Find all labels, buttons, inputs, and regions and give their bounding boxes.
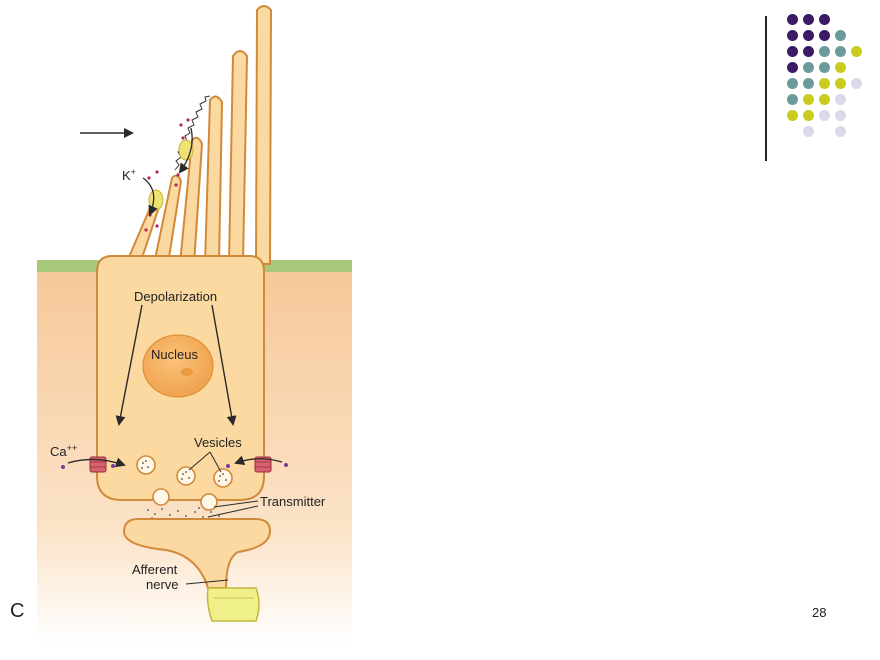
decorative-dot	[803, 14, 814, 25]
decorative-dot-grid	[780, 10, 870, 150]
decorative-dot	[835, 62, 846, 73]
calcium-ion	[226, 464, 230, 468]
decorative-dot	[803, 110, 814, 121]
decorative-dot	[835, 46, 846, 57]
afferent-label-line2: nerve	[146, 577, 179, 592]
calcium-channel-left	[89, 456, 107, 473]
decorative-dot	[819, 110, 830, 121]
transmitter-leader-lower	[207, 505, 259, 518]
stereocilia	[124, 5, 273, 265]
vesicles	[136, 455, 233, 488]
ion-influx-arrow-lower	[142, 177, 158, 216]
decorative-dot	[787, 30, 798, 41]
decorative-dot	[787, 78, 798, 89]
decorative-dot	[819, 46, 830, 57]
decorative-dot	[803, 78, 814, 89]
nucleolus	[181, 368, 193, 376]
nucleus-label: Nucleus	[151, 347, 198, 362]
decorative-dot	[851, 46, 862, 57]
decorative-dot	[787, 62, 798, 73]
decorative-dot	[787, 110, 798, 121]
page-number: 28	[812, 605, 827, 620]
decorative-dot	[835, 126, 846, 137]
vesicles-leader-left	[188, 451, 211, 471]
decorative-dot	[819, 94, 830, 105]
calcium-ion	[61, 465, 65, 469]
decorative-dot	[787, 46, 798, 57]
decorative-dot	[819, 30, 830, 41]
calcium-label: Ca++	[50, 443, 77, 459]
corner-letter: C	[10, 600, 25, 622]
transmitter-label: Transmitter	[260, 494, 326, 509]
decorative-dot	[851, 78, 862, 89]
decorative-dot	[835, 78, 846, 89]
decorative-dot	[803, 30, 814, 41]
decorative-dot	[835, 110, 846, 121]
channel-gate-lower	[148, 189, 164, 211]
transmitter-leader-upper	[213, 500, 259, 508]
depolarization-arrow-right	[211, 304, 237, 426]
decorative-dot	[803, 126, 814, 137]
title-divider	[765, 16, 767, 161]
fusing-vesicles	[152, 488, 218, 511]
decorative-dot	[819, 14, 830, 25]
potassium-label: K+	[122, 167, 136, 183]
decorative-dot	[803, 46, 814, 57]
decorative-dot	[787, 14, 798, 25]
calcium-ion	[284, 463, 288, 467]
decorative-dot	[787, 94, 798, 105]
decorative-dot	[819, 62, 830, 73]
decorative-dot	[803, 94, 814, 105]
calcium-channel-right	[254, 456, 272, 473]
nucleus	[142, 334, 214, 398]
decorative-dot	[835, 30, 846, 41]
afferent-label-line1: Afferent	[132, 562, 178, 577]
decorative-dot	[835, 94, 846, 105]
ion-influx-arrow-upper	[178, 127, 193, 174]
decorative-dot	[803, 62, 814, 73]
calcium-influx-arrow-left	[67, 457, 126, 468]
myelin-sheath	[206, 587, 260, 622]
calcium-ion	[111, 464, 115, 468]
calcium-influx-arrow-right	[234, 455, 283, 465]
afferent-leader	[185, 579, 229, 585]
vesicles-label: Vesicles	[194, 435, 242, 450]
depolarization-label: Depolarization	[134, 289, 217, 304]
vesicles-leader-right	[209, 451, 222, 473]
decorative-dot	[819, 78, 830, 89]
depolarization-arrow-left	[115, 304, 143, 426]
